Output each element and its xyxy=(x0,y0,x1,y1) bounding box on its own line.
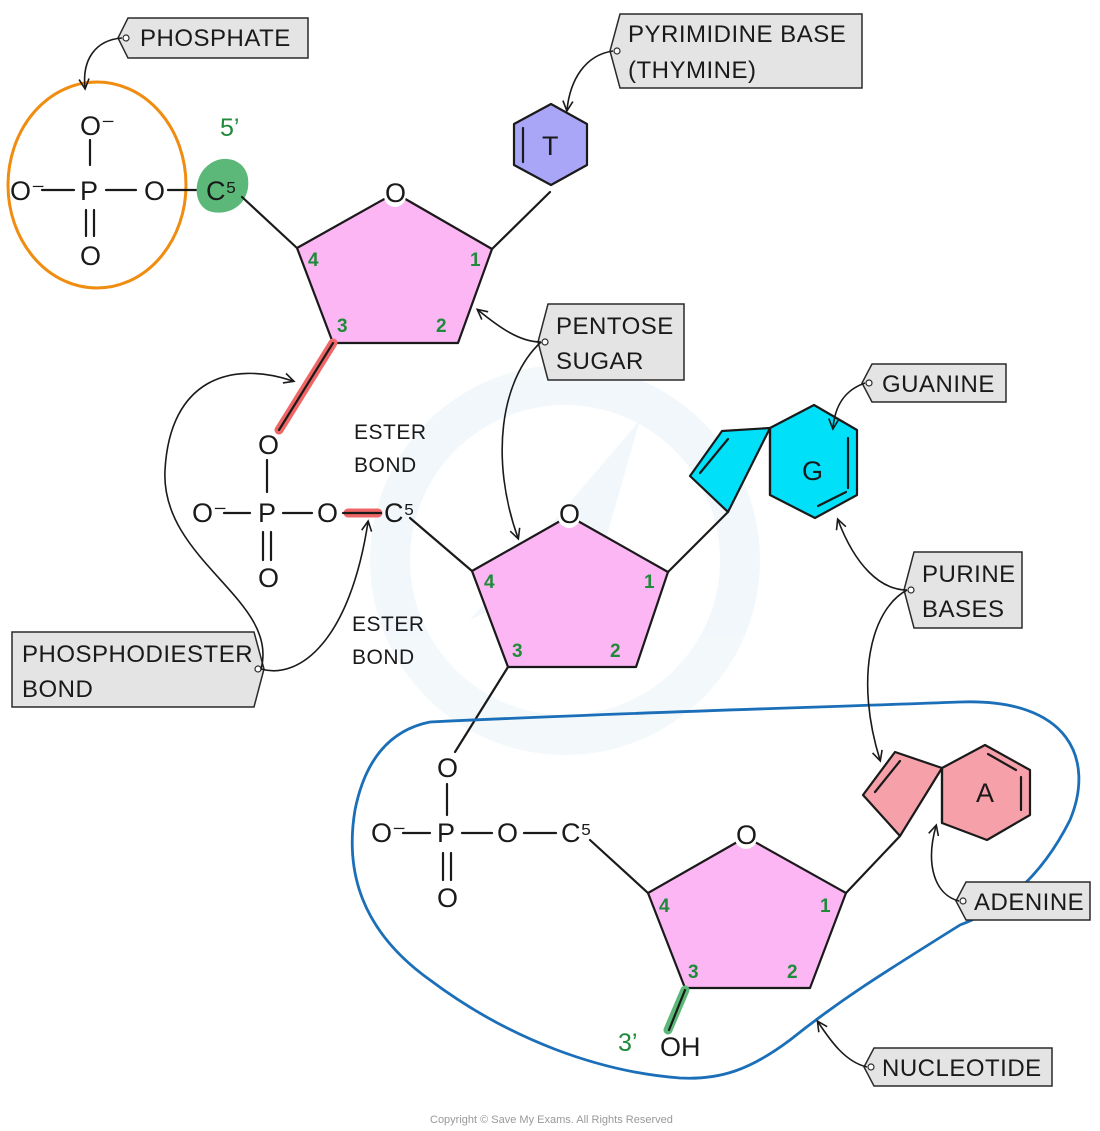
adenine-base: A xyxy=(861,743,1032,842)
hydroxyl-label: OH xyxy=(660,1032,701,1062)
copyright-notice: Copyright © Save My Exams. All Rights Re… xyxy=(430,1114,673,1126)
phosphodiester-tag-line2: BOND xyxy=(22,676,93,703)
five-prime-highlight xyxy=(196,158,249,213)
sugar-3-c1: 1 xyxy=(820,896,831,917)
phosphodiester-tag-line1: PHOSPHODIESTER xyxy=(22,641,253,668)
phosphate-1-o-right: O xyxy=(144,176,165,206)
nucleotide-tag: NUCLEOTIDE xyxy=(863,1047,1053,1087)
nucleotide-tag-label: NUCLEOTIDE xyxy=(882,1055,1042,1082)
pentose-sugar-3: O 1 2 3 4 xyxy=(646,820,848,990)
sugar-3-ring-o: O xyxy=(736,820,757,850)
carbon-5-label-2: C⁵ xyxy=(384,498,415,528)
adenine-letter: A xyxy=(976,778,994,808)
purine-tag: PURINE BASES xyxy=(903,551,1023,629)
phosphate-2-o-right: O xyxy=(317,498,338,528)
label-arrows xyxy=(78,37,960,1068)
ester-bond-label-top-1: ESTER xyxy=(354,421,427,444)
sugar-1-ring-o: O xyxy=(385,178,406,208)
nucleotide-outline xyxy=(350,700,1081,1080)
pentose-sugar-1: O 1 2 3 4 xyxy=(295,178,494,345)
guanine-tag-label: GUANINE xyxy=(882,371,995,398)
sugar-2-c4: 4 xyxy=(484,572,495,593)
pyrimidine-tag-line1: PYRIMIDINE BASE xyxy=(628,21,846,48)
phosphate-2-o-top: O xyxy=(258,430,279,460)
purine-tag-line1: PURINE xyxy=(922,561,1016,588)
phosphate-group-1: O⁻ O⁻ P O O xyxy=(10,111,198,271)
phosphate-1-o-bottom: O xyxy=(80,241,101,271)
sugar-3-c4: 4 xyxy=(659,896,670,917)
pyrimidine-tag-line2: (THYMINE) xyxy=(628,57,756,84)
sugar-1-c2: 2 xyxy=(436,316,447,337)
phosphate-1-p: P xyxy=(80,176,98,206)
thymine-letter: T xyxy=(542,131,559,161)
phosphate-circle xyxy=(6,80,188,290)
sugar-1-c1: 1 xyxy=(470,250,481,271)
sugar-2-c3: 3 xyxy=(512,641,523,662)
carbon-5-label-1: C⁵ xyxy=(206,176,237,206)
sugar-3-c2: 2 xyxy=(787,962,798,983)
phosphate-2-o-left: O⁻ xyxy=(192,498,227,528)
sugar-1-c4: 4 xyxy=(308,250,319,271)
adenine-tag-label: ADENINE xyxy=(974,889,1084,916)
phosphate-2-o-bottom: O xyxy=(258,563,279,593)
phosphate-group-3: O O⁻ P O O xyxy=(371,753,518,913)
ester-bond-label-bottom-1: ESTER xyxy=(352,613,425,636)
phosphate-tag-label: PHOSPHATE xyxy=(140,25,291,52)
guanine-letter: G xyxy=(802,456,823,486)
carbon-5-label-3: C⁵ xyxy=(561,818,592,848)
phosphate-2-p: P xyxy=(258,498,276,528)
three-prime-label: 3’ xyxy=(618,1029,637,1057)
sugar-2-c2: 2 xyxy=(610,641,621,662)
phosphate-3-o-top: O xyxy=(437,753,458,783)
pentose-tag: PENTOSE SUGAR xyxy=(537,303,685,381)
pentose-tag-line2: SUGAR xyxy=(556,348,644,375)
adenine-tag: ADENINE xyxy=(955,881,1091,921)
phosphodiester-tag: PHOSPHODIESTER BOND xyxy=(11,631,265,708)
sugar-2-ring-o: O xyxy=(559,499,580,529)
ester-bond-label-bottom-2: BOND xyxy=(352,646,415,669)
purine-tag-line2: BASES xyxy=(922,596,1005,623)
ester-bond-label-top-2: BOND xyxy=(354,454,417,477)
pentose-tag-line1: PENTOSE xyxy=(556,313,674,340)
sugar-1-c3: 3 xyxy=(337,316,348,337)
guanine-base: G xyxy=(688,403,859,520)
phosphate-3-o-bottom: O xyxy=(437,883,458,913)
sugar-3-c3: 3 xyxy=(688,962,699,983)
phosphate-3-p: P xyxy=(437,818,455,848)
pentose-sugar-2: O 1 2 3 4 xyxy=(470,499,670,669)
phosphate-3-o-left: O⁻ xyxy=(371,818,406,848)
phosphate-3-o-right: O xyxy=(497,818,518,848)
phosphate-1-o-top: O⁻ xyxy=(80,111,115,141)
five-prime-label: 5’ xyxy=(220,114,239,142)
phosphate-group-2: O O⁻ P O O xyxy=(192,430,338,593)
guanine-tag: GUANINE xyxy=(861,363,1007,403)
pyrimidine-tag: PYRIMIDINE BASE (THYMINE) xyxy=(609,13,863,89)
phosphate-tag: PHOSPHATE xyxy=(117,17,309,59)
thymine-base: T xyxy=(512,102,589,187)
sugar-2-c1: 1 xyxy=(644,572,655,593)
phosphate-1-o-left: O⁻ xyxy=(10,176,45,206)
